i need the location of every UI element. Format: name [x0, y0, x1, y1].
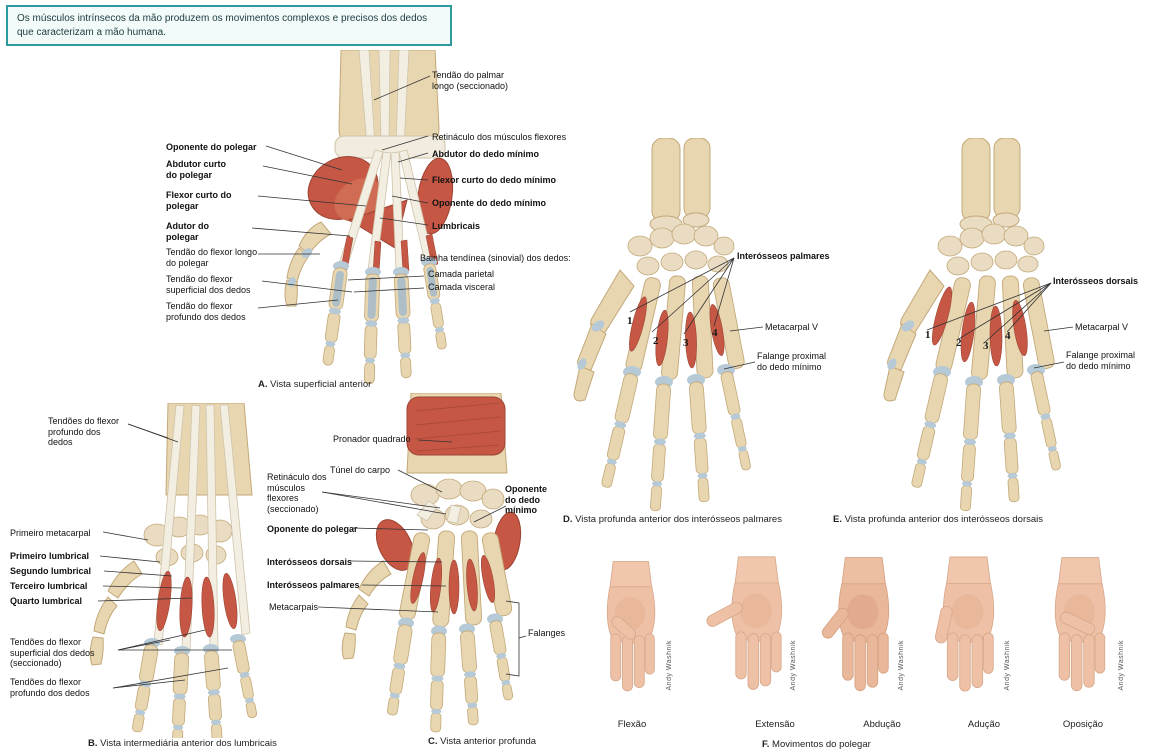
label-lumbricais: Lumbricais — [432, 221, 481, 231]
label-metacarpal-v-d: Metacarpal V — [765, 322, 819, 332]
label-bainha-tendinea: Bainha tendínea (sinovial) dos dedos: — [420, 253, 571, 263]
photo-credit: Andy Washnik — [1004, 640, 1011, 691]
label-interosseos-palmares-d: Interósseos palmares — [737, 251, 830, 261]
interosseous-number: 1 — [627, 315, 633, 327]
label-flexao: Flexão — [617, 719, 647, 730]
label-falange-proximal-d: Falange proximal do dedo mínimo — [757, 351, 827, 372]
intro-note: Os músculos intrínsecos da mão produzem … — [6, 5, 452, 46]
label-tendao-flexor-longo: Tendão do flexor longo do polegar — [166, 247, 258, 268]
hand-photo-abducao — [821, 557, 890, 692]
label-oponente-polegar-c: Oponente do polegar — [267, 524, 358, 534]
interosseous-number: 3 — [683, 337, 689, 349]
figure-c-illustration — [341, 393, 522, 733]
label-retinaculo-flexores: Retináculo dos músculos flexores — [432, 132, 567, 142]
label-primeiro-lumbrical: Primeiro lumbrical — [10, 551, 90, 561]
label-pronador-quadrado: Pronador quadrado — [333, 434, 411, 444]
caption-figure-b: B. Vista intermediária anterior dos lumb… — [88, 738, 277, 749]
label-tunel-carpo: Túnel do carpo — [330, 465, 391, 475]
label-abdutor-curto-polegar: Abdutor curto do polegar — [166, 159, 226, 180]
interosseous-number: 4 — [1005, 330, 1011, 342]
label-oponente-polegar: Oponente do polegar — [166, 142, 257, 152]
interosseous-number: 4 — [712, 327, 718, 339]
label-oponente-dedo-minimo-c: Oponente do dedo mínimo — [505, 484, 547, 516]
caption-figure-f: F. Movimentos do polegar — [762, 739, 871, 750]
interosseous-number: 2 — [956, 337, 962, 349]
intro-text: Os músculos intrínsecos da mão produzem … — [17, 13, 428, 38]
hand-photo-flexao — [606, 561, 656, 692]
photo-credit: Andy Washnik — [1118, 640, 1125, 691]
label-tendao-flexor-superficial: Tendão do flexor superficial dos dedos — [166, 274, 251, 295]
label-tendoes-superficial-seccionado: Tendões do flexor superficial dos dedos … — [10, 637, 95, 669]
label-oposicao: Oposição — [1062, 719, 1104, 730]
label-flexor-curto-polegar: Flexor curto do polegar — [166, 190, 232, 211]
label-falanges: Falanges — [528, 628, 566, 638]
label-flexor-curto-dedo-minimo: Flexor curto do dedo mínimo — [432, 175, 557, 185]
label-falange-proximal-e: Falange proximal do dedo mínimo — [1066, 350, 1136, 371]
caption-figure-d: D. Vista profunda anterior dos interósse… — [563, 514, 782, 525]
figure-b-illustration — [89, 403, 258, 738]
caption-figure-e: E. Vista profunda anterior dos interósse… — [833, 514, 1044, 525]
interosseous-number: 3 — [983, 340, 989, 352]
label-oponente-dedo-minimo: Oponente do dedo mínimo — [432, 198, 546, 208]
label-metacarpais: Metacarpais — [269, 602, 319, 612]
label-tendoes-profundo-bottom: Tendões do flexor profundo dos dedos — [10, 677, 90, 698]
label-tendao-palmar-longo: Tendão do palmar longo (seccionado) — [432, 70, 509, 91]
label-segundo-lumbrical: Segundo lumbrical — [10, 566, 92, 576]
label-extensao: Extensão — [755, 719, 795, 730]
photo-credit: Andy Washnik — [666, 640, 673, 691]
hand-photo-extensao — [706, 556, 783, 690]
caption-figure-a: A. Vista superficial anterior — [258, 379, 372, 390]
label-aducao: Adução — [967, 719, 1001, 730]
caption-figure-c: C. Vista anterior profunda — [428, 736, 537, 747]
label-interosseos-dorsais-c: Interósseos dorsais — [267, 557, 353, 567]
label-retinaculo-seccionado: Retináculo dos músculos flexores (seccio… — [267, 472, 327, 514]
label-interosseos-palmares-c: Interósseos palmares — [267, 580, 360, 590]
label-adutor-polegar: Adutor do polegar — [166, 221, 209, 242]
label-interosseos-dorsais-e: Interósseos dorsais — [1053, 276, 1139, 286]
label-tendoes-flexor-profundo-top: Tendões do flexor profundo dos dedos — [48, 416, 120, 448]
photo-credit: Andy Washnik — [790, 640, 797, 691]
label-camada-visceral: Camada visceral — [428, 282, 496, 292]
interosseous-number: 1 — [925, 329, 931, 341]
label-tendao-flexor-profundo: Tendão do flexor profundo dos dedos — [166, 301, 246, 322]
hand-photo-oposicao — [1054, 557, 1106, 692]
label-primeiro-metacarpal: Primeiro metacarpal — [10, 528, 91, 538]
figure-a-illustration — [284, 50, 454, 385]
photo-credit: Andy Washnik — [898, 640, 905, 691]
label-metacarpal-v-e: Metacarpal V — [1075, 322, 1129, 332]
label-camada-parietal: Camada parietal — [428, 269, 495, 279]
hand-photo-aducao — [934, 556, 995, 692]
label-terceiro-lumbrical: Terceiro lumbrical — [10, 581, 88, 591]
label-abducao: Abdução — [863, 719, 901, 730]
label-quarto-lumbrical: Quarto lumbrical — [10, 596, 83, 606]
interosseous-number: 2 — [653, 335, 659, 347]
label-abdutor-dedo-minimo: Abdutor do dedo mínimo — [432, 149, 539, 159]
